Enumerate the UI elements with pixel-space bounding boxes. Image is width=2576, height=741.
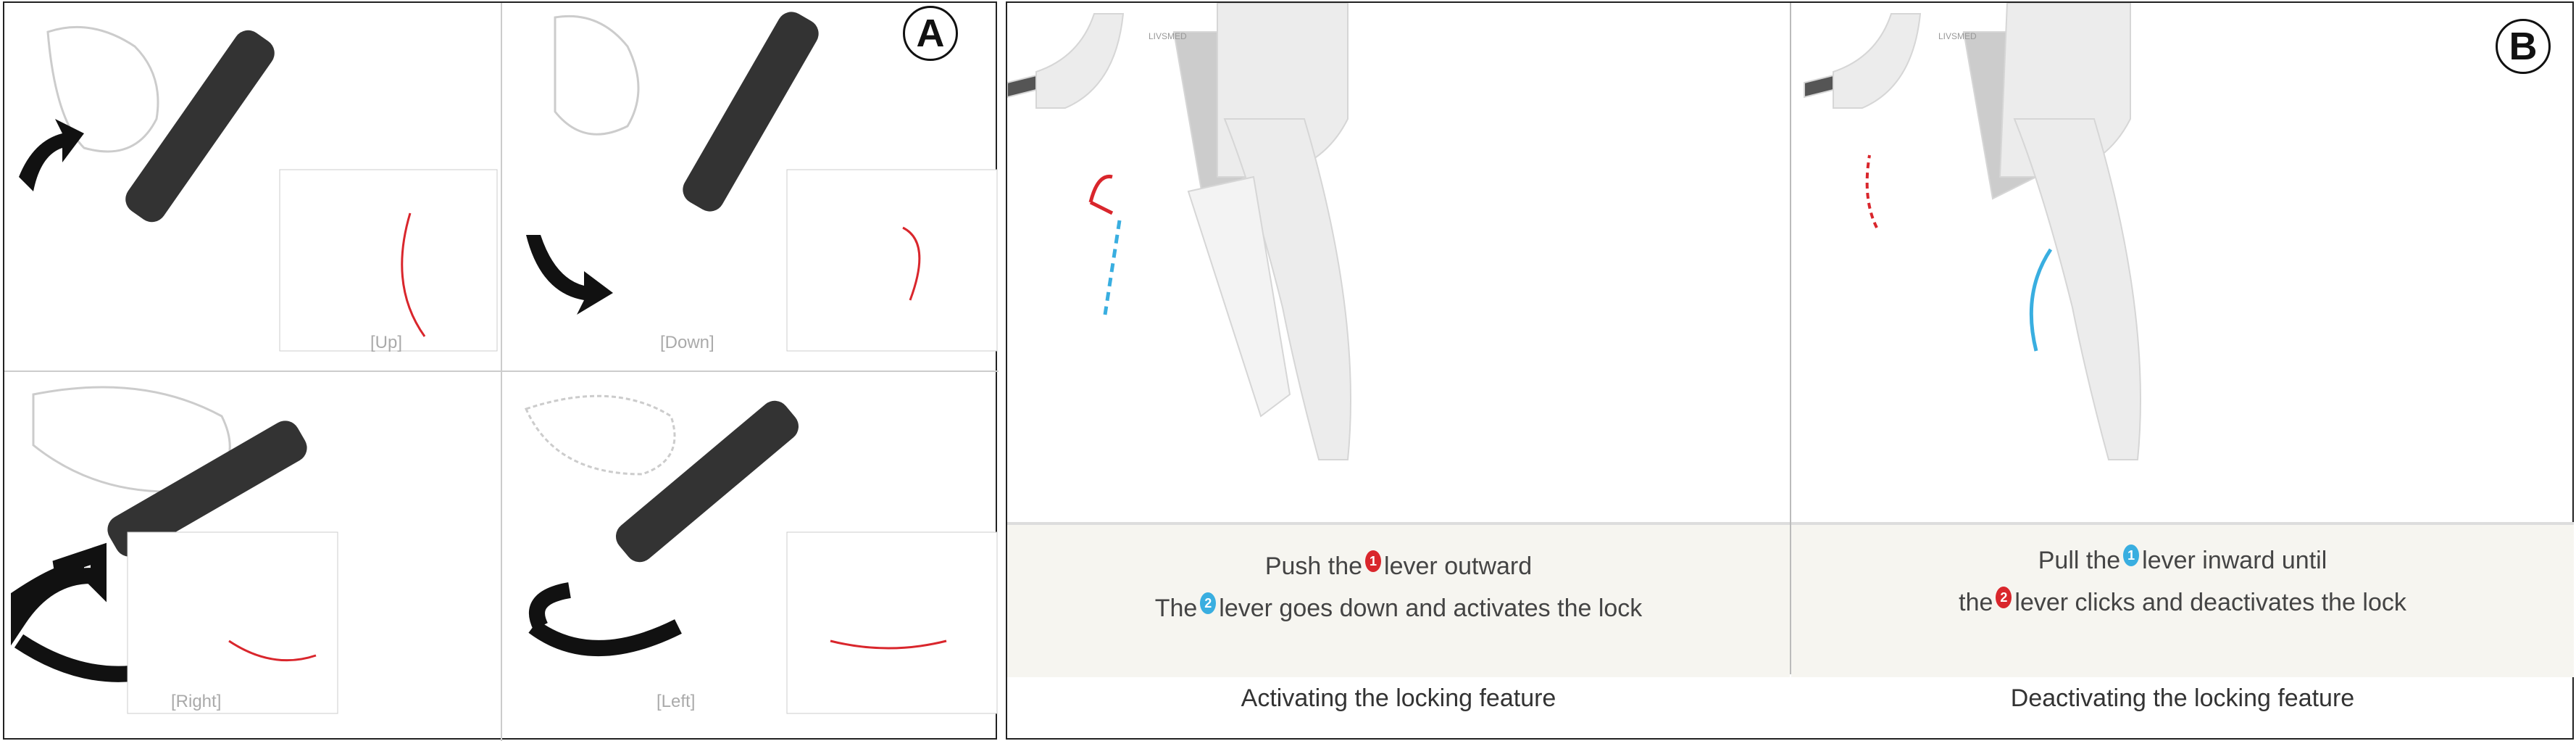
up-quadrant-drawing (19, 25, 498, 352)
panel-b-badge: B (2496, 19, 2551, 74)
caption-activating: Activating the locking feature (1241, 684, 1556, 712)
blue-dashed-arrow-down (1103, 220, 1122, 315)
quadrant-label-up: [Up] (370, 333, 403, 352)
brand-mark-right: LIVSMED (1938, 31, 1977, 41)
step-2-marker: 2 (1200, 592, 1217, 614)
panel-divider (1790, 3, 1791, 674)
panel-a-badge: A (903, 6, 958, 61)
instruction-text: Pull the (2038, 547, 2121, 574)
blue-arrow-inward (2029, 248, 2053, 352)
panel-a-articulation: A [Up] [Down] [Right] [Left] (3, 1, 999, 741)
instruction-text: The (1154, 595, 1198, 622)
step-1-marker: 1 (1365, 550, 1382, 572)
caption-deactivating: Deactivating the locking feature (2010, 684, 2355, 712)
instruction-text: lever goes down and activates the lock (1219, 595, 1643, 622)
articulation-illustrations (4, 3, 999, 741)
quadrant-label-left: [Left] (656, 692, 696, 711)
step-2-marker: 2 (1996, 586, 2012, 608)
instruction-text: lever inward until (2142, 547, 2327, 574)
instruction-text: Push the (1264, 552, 1363, 580)
handle-illustrations: LIVSMED LIVSMED (1007, 3, 2141, 460)
quadrant-label-down: [Down] (660, 333, 714, 352)
instruction-text: the (1959, 589, 1993, 616)
instruction-text: lever clicks and deactivates the lock (2014, 589, 2406, 616)
quadrant-label-right: [Right] (171, 692, 222, 711)
step-1-marker: 1 (2123, 544, 2140, 566)
red-arrow-outward (1088, 174, 1114, 215)
instruction-text: lever outward (1384, 552, 1533, 580)
brand-mark-left: LIVSMED (1149, 31, 1187, 41)
